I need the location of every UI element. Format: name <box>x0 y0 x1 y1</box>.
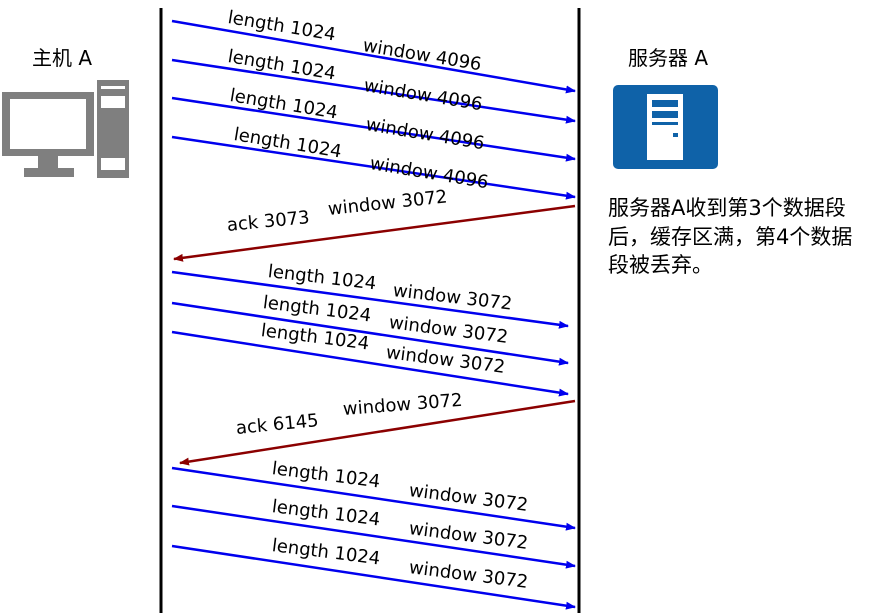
segment-arrow <box>171 96 576 162</box>
segment-arrow <box>171 330 569 397</box>
segment-arrow <box>171 135 576 200</box>
ack-arrow <box>179 399 576 466</box>
segment-arrow <box>171 301 569 366</box>
ack-arrow <box>173 204 576 262</box>
segment-arrow <box>171 504 576 569</box>
server-icon <box>613 85 718 169</box>
segment-arrow <box>171 544 576 610</box>
desktop-computer-icon <box>2 80 129 178</box>
segment-arrow <box>171 19 576 94</box>
server-note: 服务器A收到第3个数据段后，缓存区满，第4个数据段被丢弃。 <box>608 196 853 277</box>
message-arrows <box>171 19 576 610</box>
segment-arrow <box>171 270 569 329</box>
host-label: 主机 A <box>32 46 93 70</box>
server-label: 服务器 A <box>628 46 709 70</box>
segment-arrow <box>171 58 576 124</box>
segment-arrow <box>171 466 576 531</box>
